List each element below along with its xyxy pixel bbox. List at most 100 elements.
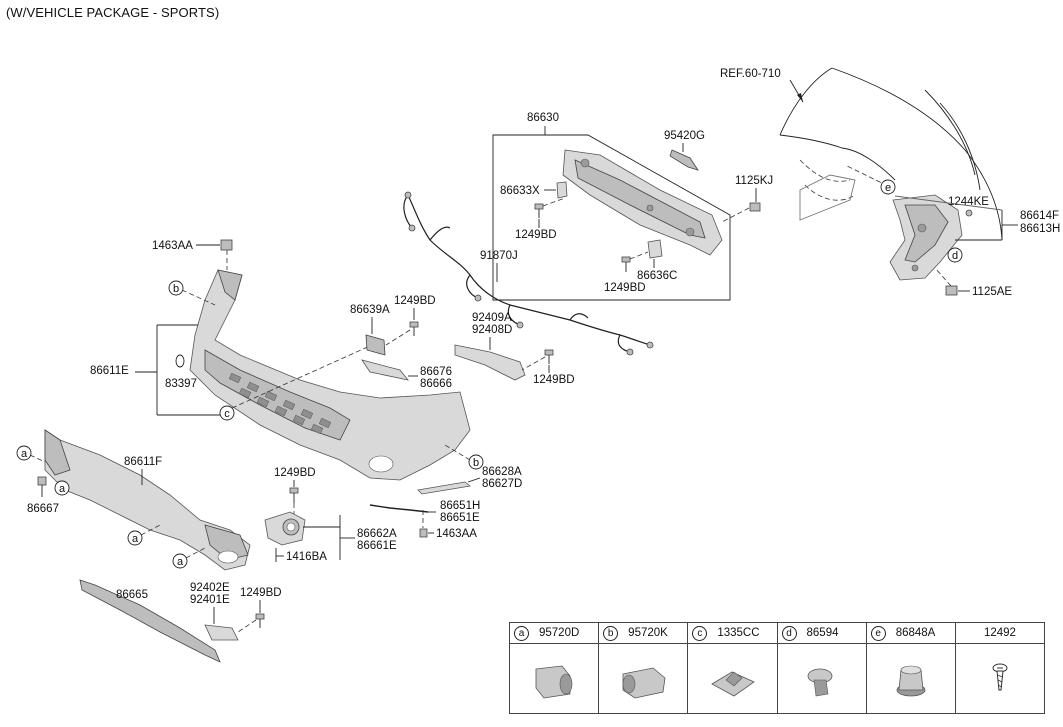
callout-a-2-letter: a [59,483,66,495]
push-clip-icon [807,668,832,696]
part-86636C [647,239,663,259]
label-92402E: 92402E [190,582,230,594]
callout-a-4-letter: a [177,556,184,568]
callout-e-top-letter: e [885,182,891,194]
callout-a-3-letter: a [132,533,139,545]
legend-letter: a [514,625,529,641]
legend-code: 95720D [539,627,580,639]
legend-letter: d [781,625,797,641]
vehicle-package-note: (W/VEHICLE PACKAGE - SPORTS) [6,5,220,20]
label-95420G: 95420G [664,130,705,142]
label-1463AA-top: 1463AA [152,240,193,252]
lower-grille-86611F [44,429,251,571]
callout-b-top-letter: b [173,283,179,295]
label-1249BD-b: 1249BD [604,282,646,294]
callout-c-letter: c [224,408,230,420]
label-1249BD-c: 1249BD [394,295,436,307]
ref-body-panel [779,67,1003,241]
callout-c [219,405,235,421]
label-86627D: 86627D [482,478,522,490]
part-92402E [204,624,239,641]
callout-a-1-letter: a [21,448,28,460]
clip-1463AA-bottom [419,510,428,538]
label-86611E: 86611E [90,365,129,377]
grommet-1244KE [965,209,973,217]
label-1249BD-d: 1249BD [533,374,575,386]
bolt-1249BD-d [521,349,554,371]
part-86639A [365,334,386,356]
callout-a-3 [127,530,143,546]
bolt-1249BD-f [237,613,265,633]
sensor-icon [535,665,573,698]
bolt-1125KJ [721,202,761,223]
screw-icon [992,663,1008,690]
legend-col-a: a 95720D [510,623,600,713]
bolt-1249BD-e [289,487,299,515]
callout-b-bottom-letter: b [473,457,479,469]
side-bracket-86614F [889,194,963,281]
label-86651E: 86651E [440,512,480,524]
label-86651H: 86651H [440,500,480,512]
label-86667: 86667 [27,503,59,515]
callout-d-top-letter: d [952,250,958,262]
clip-nut-icon [711,671,756,696]
callout-a-2 [54,480,70,496]
callout-b-bottom [468,454,484,470]
legend-letter: b [603,625,619,641]
callout-d-top [947,247,963,263]
label-86633X: 86633X [500,185,540,197]
bolt-1249BD-c [385,321,419,346]
label-1416BA: 1416BA [286,551,327,563]
label-1249BD-a: 1249BD [515,229,557,241]
callout-b-top [168,280,184,296]
label-1125KJ: 1125KJ [735,175,773,187]
legend-col-b: b 95720K [599,623,689,713]
label-1249BD-e: 1249BD [274,467,316,479]
legend-code: 86594 [806,627,839,639]
legend-col-c: c 1335CC [688,623,778,713]
clip-86667 [37,476,47,497]
fog-lamp-86662A [264,511,306,546]
label-86639A: 86639A [350,304,390,316]
part-95420G [669,149,699,171]
label-86628A: 86628A [482,466,522,478]
callout-e-top [880,179,896,195]
clip-1463AA-top [220,239,233,270]
label-1463AA-bottom: 1463AA [436,528,477,540]
label-91870J: 91870J [480,250,518,262]
legend-col-d: d 86594 [777,623,867,713]
label-86661E: 86661E [357,540,397,552]
label-92409A: 92409A [472,312,512,324]
label-86665: 86665 [116,589,148,601]
plug-83397 [175,354,185,368]
label-86630: 86630 [527,112,559,124]
label-1249BD-f: 1249BD [240,587,282,599]
callout-a-4 [172,553,188,569]
center-bracket-86630 [562,149,723,256]
label-86662A: 86662A [357,528,397,540]
legend-code: 1335CC [717,627,760,639]
label-86613H: 86613H [1020,223,1060,235]
label-92408D: 92408D [472,324,512,336]
label-86676: 86676 [420,366,452,378]
callout-a-1 [16,445,32,461]
sensor-icon [622,667,666,698]
ref-label: REF.60-710 [720,68,781,80]
label-1244KE: 1244KE [948,196,989,208]
label-86666: 86666 [420,378,452,390]
label-1125AE: 1125AE [972,286,1012,298]
lower-lip-86665 [79,579,221,663]
legend-letter: c [692,625,708,641]
legend-code: 86848A [895,627,936,639]
legend-code: 12492 [983,627,1016,639]
strip-86651H [369,504,429,513]
label-86611F: 86611F [124,456,162,468]
wiring-harness-91870J [403,194,651,353]
label-83397: 83397 [165,378,197,390]
strip-86628A [417,481,471,495]
grommet-icon [896,665,926,696]
legend-code: 95720K [628,627,668,639]
